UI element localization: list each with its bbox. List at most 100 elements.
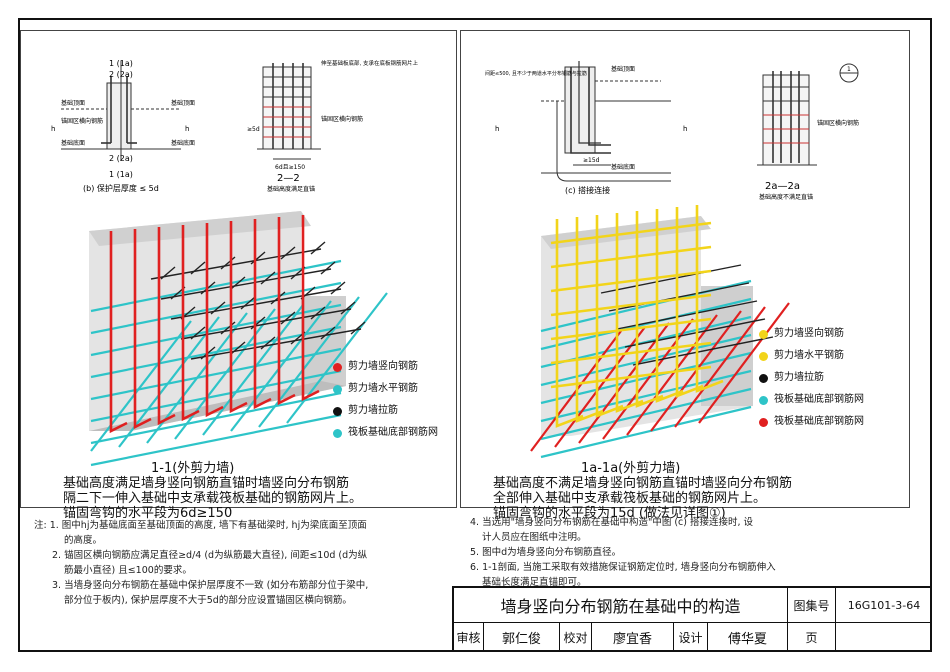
- detail-b-label-7: 基础底面: [61, 139, 85, 147]
- right-legend: 剪力墙竖向钢筋 剪力墙水平钢筋 剪力墙拉筋 筏板基础底部钢筋网 筏板基础底部钢筋…: [759, 327, 864, 437]
- vertical-bar: [595, 215, 624, 418]
- detail-c-label-5: h: [495, 125, 499, 133]
- detail-b-label-3: 2 (2a): [109, 154, 133, 163]
- left-legend-item: 剪力墙拉筋: [333, 404, 438, 418]
- note-line: 筋最小直径) 且≤100的要求。: [64, 565, 192, 576]
- design-label: 设计: [674, 622, 708, 652]
- tie-bar: [150, 248, 322, 280]
- vertical-bar: [555, 219, 584, 428]
- atlas-label: 图集号: [788, 588, 836, 622]
- legend-dot-icon: [759, 395, 768, 405]
- raft-bar: [90, 320, 192, 452]
- note-line: 4. 当选用"墙身竖向分布钢筋在基础中构造"中图 (c) 搭接连接时, 设: [470, 517, 754, 528]
- raft-bar: [578, 322, 670, 444]
- tie-bar: [350, 321, 366, 335]
- note-line: 2. 锚固区横向钢筋应满足直径≥d/4 (d为纵筋最大直径), 间距≤10d (…: [52, 550, 368, 561]
- left-panel-drawing: 1 (1a) 2 (2a) 2 (2a) 1 (1a) 基础顶面 基础顶面 基础…: [51, 59, 418, 467]
- legend-label: 筏板基础底部钢筋网: [774, 416, 864, 427]
- tie-bar: [240, 296, 256, 310]
- detail-b-label-1: 1 (1a): [109, 59, 133, 68]
- detail-b-label-8: 基础底面: [171, 139, 195, 147]
- note-line: 计人员应在图纸中注明。: [482, 532, 587, 543]
- detail-b-label-5: 基础顶面: [61, 99, 85, 107]
- legend-dot-icon: [759, 373, 768, 383]
- note-line: 的高度。: [64, 535, 103, 546]
- legend-label: 剪力墙拉筋: [774, 372, 824, 383]
- vertical-bar: [253, 219, 272, 410]
- right-legend-item: 筏板基础底部钢筋网: [759, 415, 864, 429]
- legend-label: 筏板基础底部钢筋网: [774, 394, 864, 405]
- raft-bar: [674, 306, 766, 428]
- vertical-bar: [615, 213, 644, 413]
- detail-b-label-11: h: [185, 125, 189, 133]
- legend-dot-icon: [333, 428, 342, 438]
- legend-label: 剪力墙竖向钢筋: [348, 361, 418, 372]
- raft-bar: [540, 387, 752, 441]
- legend-dot-icon: [759, 351, 768, 361]
- tie-bar: [250, 316, 266, 330]
- raft-bar: [626, 314, 718, 436]
- vertical-bar: [133, 229, 152, 430]
- horizontal-bar: [550, 221, 712, 245]
- horizontal-bar: [550, 365, 712, 389]
- right-caption: 1a-1a(外剪力墙) 基础高度不满足墙身竖向钢筋直锚时墙竖向分布钢筋 全部伸入…: [493, 461, 792, 521]
- section-2-2-label-2: 伸至基础板底部, 支承在底板钢筋网片上: [321, 59, 418, 67]
- tie-bar: [250, 251, 266, 265]
- detail-c-label-4: ≥15d: [583, 157, 600, 164]
- horizontal-bar: [550, 245, 712, 269]
- detail-c-label-6: h: [683, 125, 687, 133]
- left-legend-item: 筏板基础底部钢筋网: [333, 426, 438, 440]
- legend-label: 剪力墙水平钢筋: [348, 383, 418, 394]
- tie-bar: [260, 271, 276, 285]
- legend-label: 筏板基础底部钢筋网: [348, 427, 438, 438]
- detail-c-label-2: 基础顶面: [611, 65, 635, 73]
- tie-bar: [608, 282, 750, 312]
- section-2-2-label-1: 锚固区横向钢筋: [321, 115, 363, 123]
- tie-bar: [280, 246, 296, 260]
- tie-bar: [280, 311, 296, 325]
- vertical-bar: [695, 205, 724, 393]
- drawing-sheet: [18, 18, 932, 652]
- tie-bar: [230, 276, 246, 290]
- section-2-2-label-3: 6d且≥150: [275, 164, 305, 171]
- raft-bar: [258, 296, 360, 428]
- right-legend-item: 剪力墙竖向钢筋: [759, 327, 864, 341]
- left-legend-item: 剪力墙竖向钢筋: [333, 360, 438, 374]
- section-2a-label-1: 锚固区横向钢筋: [817, 119, 859, 127]
- note-line: 基础长度满足直锚即可。: [482, 577, 587, 588]
- section-2a-subtitle: 基础高度不满足直锚: [759, 193, 813, 201]
- raft-bar: [90, 347, 342, 401]
- section-2a-title: 2a—2a: [765, 181, 800, 192]
- section-2a-2a-drawing: [757, 63, 859, 166]
- vertical-bar: [301, 215, 320, 402]
- raft-bar: [90, 281, 342, 335]
- note-line: 注: 1. 图中hj为基础底面至基础顶面的高度, 墙下有基础梁时, hj为梁底面…: [34, 520, 367, 531]
- page-number: [836, 622, 932, 652]
- right-legend-item: 剪力墙拉筋: [759, 371, 864, 385]
- note-line: 部分位于板内), 保护层厚度不大于5d的部分应设置锚固区横向钢筋。: [64, 595, 352, 606]
- left-caption-title: 1-1(外剪力墙): [151, 461, 235, 476]
- right-detail-panel: 间距≤500, 且不少于两道水平分布钢筋与拉筋 基础顶面 基础底面 ≥15d h…: [460, 30, 910, 521]
- section-2-2-label-4: ≥5d: [247, 126, 260, 133]
- raft-bar: [540, 405, 752, 459]
- vertical-bar: [655, 209, 684, 403]
- section-2a-label-2: 1: [847, 66, 851, 73]
- atlas-number: 16G101-3-64: [847, 598, 921, 612]
- raft-bar: [90, 369, 342, 423]
- left-detail-panel: 1 (1a) 2 (2a) 2 (2a) 1 (1a) 基础顶面 基础顶面 基础…: [20, 30, 457, 521]
- raft-bar: [698, 302, 790, 424]
- tie-bar: [160, 266, 176, 280]
- raft-bar: [230, 300, 332, 432]
- legend-dot-icon: [333, 406, 342, 416]
- page-label: 页: [788, 622, 836, 652]
- right-legend-item: 筏板基础底部钢筋网: [759, 393, 864, 407]
- detail-c-drawing: [541, 61, 671, 182]
- notes-left: 注: 1. 图中hj为基础底面至基础顶面的高度, 墙下有基础梁时, hj为梁底面…: [34, 518, 368, 608]
- legend-label: 剪力墙水平钢筋: [774, 350, 844, 361]
- raft-bar: [90, 259, 342, 313]
- legend-dot-icon: [759, 329, 768, 339]
- horizontal-bar: [550, 317, 712, 341]
- detail-c-label-3: 基础底面: [611, 163, 635, 171]
- designer-name: 傅华夏: [708, 622, 788, 652]
- tie-bar: [220, 256, 236, 270]
